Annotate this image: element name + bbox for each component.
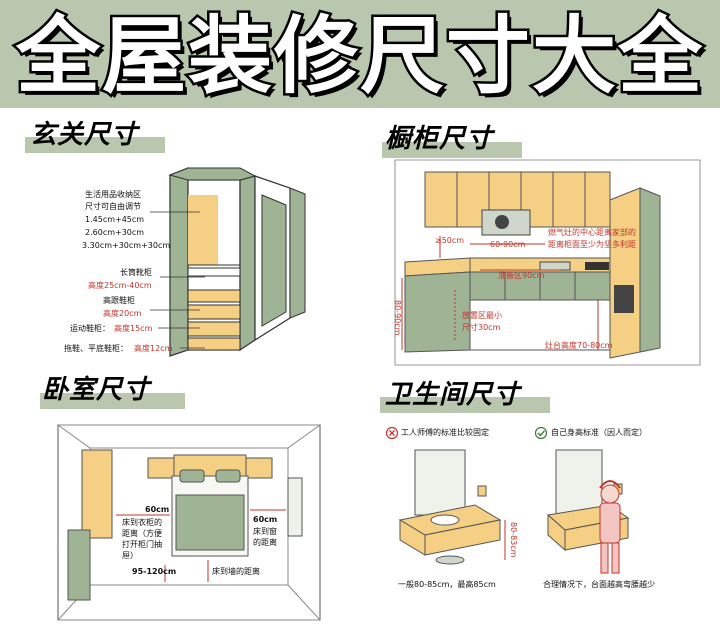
entry-sport-value: 高度15cm [114,324,153,333]
kitchen-counter: 灶台高度70-80cm [545,341,613,350]
bathroom-title: 卫生间尺寸 [385,380,521,410]
bathroom-worker-label: 工人师傅的标准比较固定 [401,428,489,437]
bedroom-title-bar [40,393,185,409]
kitchen-gas-line-2: 距离柜面至少为坚多利距 [548,240,636,249]
bedroom-wardrobe-line-4: 屉） [122,551,138,560]
entry-slipper-value: 高度12cm [134,344,173,353]
kitchen-title: 橱柜尺寸 [385,124,494,154]
entry-storage-line-3: 1.45cm+45cm [85,215,145,224]
bedroom-title: 卧室尺寸 [42,375,151,405]
bedroom-wardrobe-line-3: 打开柜门抽 [122,540,162,549]
kitchen-title-bar [382,142,522,158]
bedroom-window-line-1: 床到窗 [253,527,277,536]
entry-title-bar [25,137,165,153]
entry-storage-line-1: 生活用品收纳区 [85,190,141,199]
entry-long-boot-value: 高度25cm-40cm [88,281,152,290]
header-banner: 全屋装修尺寸大全 [0,0,720,108]
entry-title: 玄关尺寸 [30,120,139,150]
bathroom-caption-left: 一般80-85cm，最高85cm [398,580,496,589]
bedroom-w60-right: 60cm [253,515,278,524]
entry-heel-label: 高跟鞋柜 [103,296,135,305]
bathroom-height: 80-83cm [509,522,518,558]
bedroom-w95-120: 95-120cm [132,567,177,576]
bedroom-wardrobe-line-2: 距离（方便 [122,529,162,538]
entry-slipper-label: 拖鞋、平底鞋柜： [64,344,128,353]
entry-storage-line-5: 3.30cm+30cm+30cm [82,241,171,250]
kitchen-h80-90: 80-90cm [393,300,402,336]
check-mark-icon [534,426,548,440]
bathroom-caption-right: 合理情况下，台面越高弯腰越少 [543,580,655,589]
bedroom-wall-distance: 床到墙的距离 [212,567,260,576]
bathroom-self-label: 自己身高标准（因人而定） [551,428,647,437]
x-mark-icon [385,426,399,440]
kitchen-gas-line-1: 燃气灶的中心距离家部的 [548,228,636,237]
kitchen-prep: 准备区90cm [498,271,545,280]
page-title: 全屋装修尺寸大全 [13,6,704,107]
bedroom-w60-left: 60cm [145,505,170,514]
entry-long-boot-label: 长筒靴柜 [120,268,152,277]
kitchen-h50: ≥50cm [435,236,465,245]
bathroom-title-bar [380,397,550,413]
kitchen-sink-line-2: 尺寸30cm [462,323,501,332]
kitchen-sink-line-1: 放置区最小 [462,311,502,320]
bedroom-wardrobe-line-1: 床到衣柜的 [122,518,162,527]
entry-heel-value: 高度20cm [103,309,142,318]
entry-storage-line-4: 2.60cm+30cm [85,228,145,237]
bedroom-window-line-2: 的距离 [253,538,277,547]
kitchen-h60-90: 60-90cm [490,240,526,249]
entry-storage-line-2: 尺寸可自由调节 [85,202,141,211]
entry-sport-label: 运动鞋柜： [70,324,110,333]
